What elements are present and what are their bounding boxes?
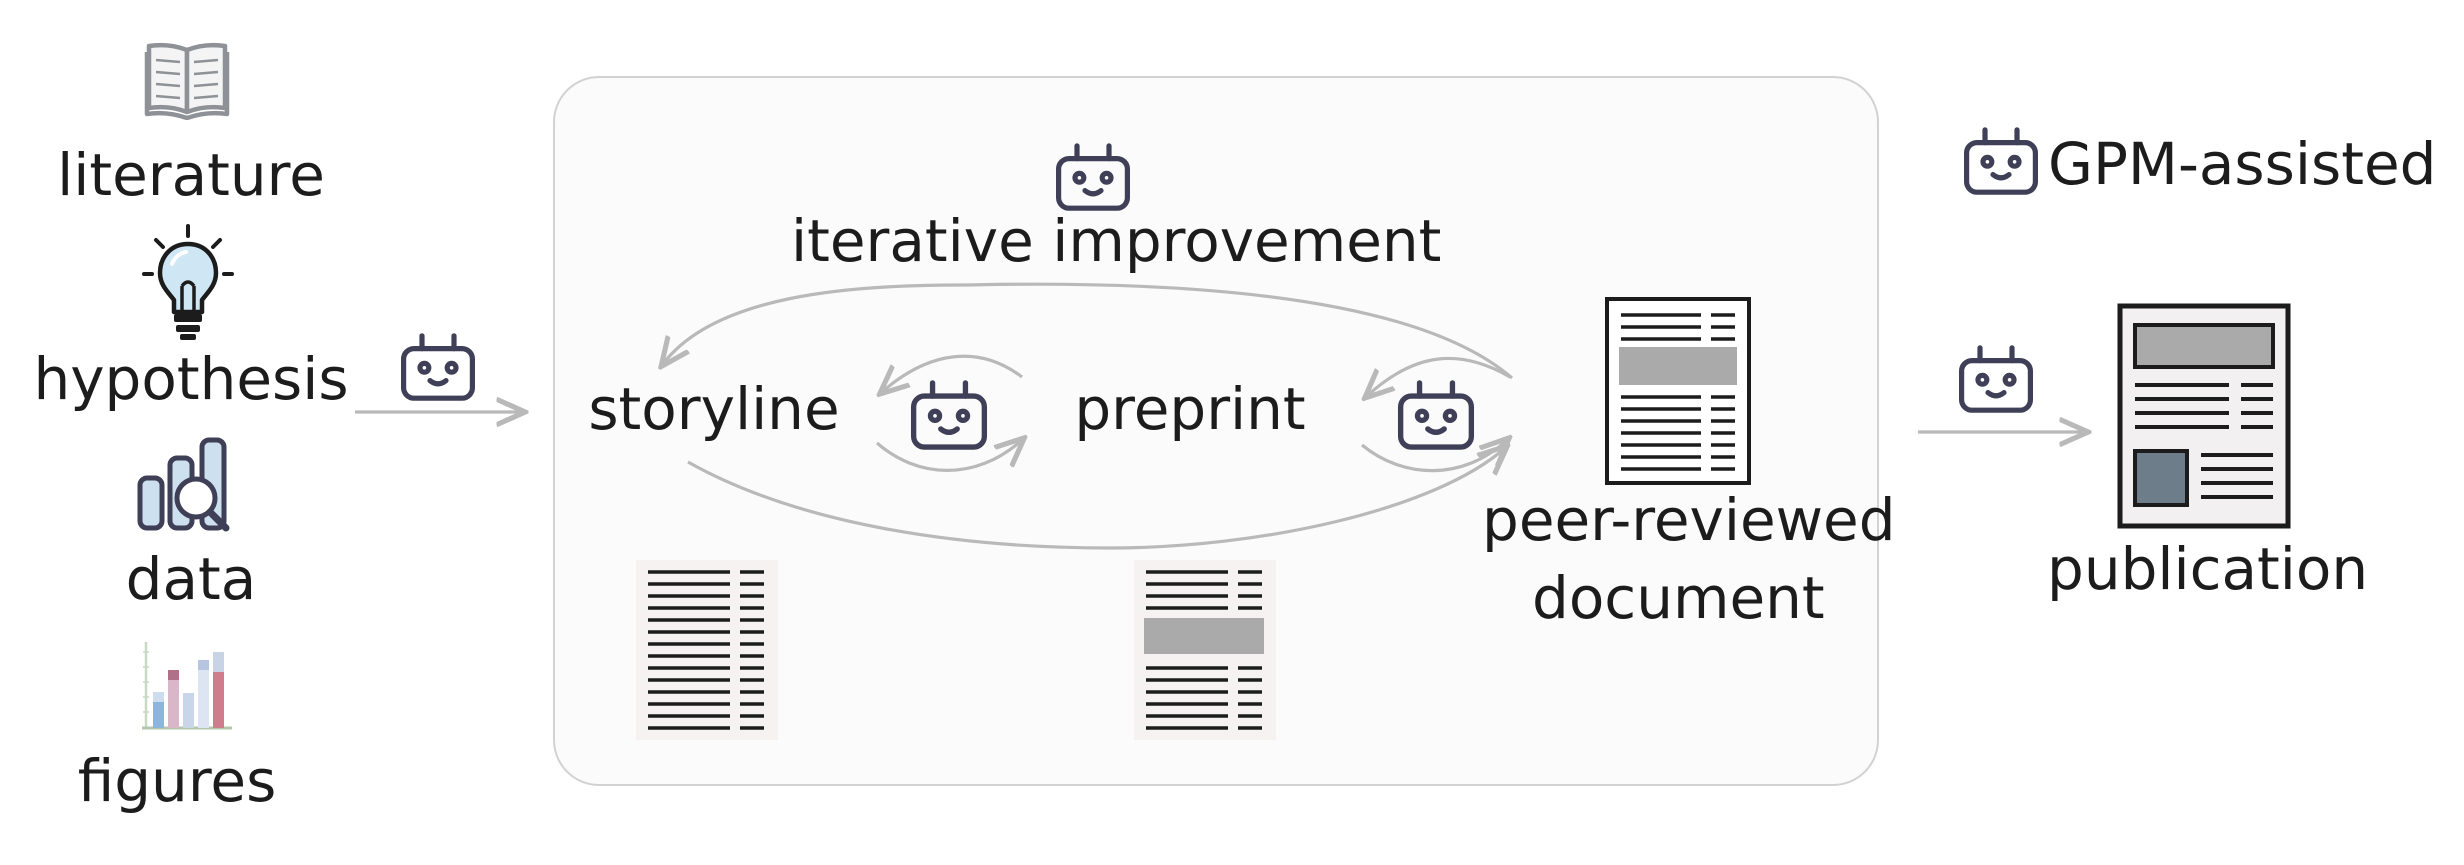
peer-reviewed-document-icon	[1605, 297, 1751, 485]
storyline-document-icon	[636, 560, 778, 740]
robot-icon	[401, 333, 475, 401]
storyline-to-document-arc	[687, 448, 1505, 550]
data-magnifier-icon	[137, 437, 230, 532]
storyline-loop-top	[882, 354, 1023, 392]
preprint-loop-top	[1367, 356, 1511, 396]
book-icon	[144, 42, 230, 120]
figures-label: figures	[77, 747, 277, 815]
robot-icon	[1056, 143, 1130, 211]
hypothesis-label: hypothesis	[33, 345, 349, 413]
robot-icon	[910, 380, 988, 450]
data-label: data	[125, 545, 257, 613]
storyline-loop-bottom	[875, 440, 1022, 472]
iterative-improvement-label: iterative improvement	[791, 207, 1442, 275]
publication-document-icon	[2117, 303, 2291, 529]
document-label: document	[1532, 564, 1825, 632]
literature-label: literature	[57, 141, 325, 209]
gpm-assisted-legend-label: GPM-assisted	[2048, 130, 2437, 198]
robot-icon	[1397, 380, 1475, 450]
peer-reviewed-label: peer-reviewed	[1482, 486, 1896, 554]
lightbulb-icon	[142, 224, 234, 340]
robot-icon	[1959, 345, 2033, 413]
legend-robot-icon	[1964, 127, 2038, 195]
preprint-label: preprint	[1074, 375, 1306, 443]
publication-label: publication	[2047, 535, 2369, 603]
preprint-loop-bottom	[1360, 440, 1507, 473]
preprint-document-icon	[1134, 560, 1276, 740]
improvement-arc	[663, 282, 1514, 380]
bar-chart-icon	[142, 642, 232, 730]
storyline-label: storyline	[588, 375, 840, 443]
